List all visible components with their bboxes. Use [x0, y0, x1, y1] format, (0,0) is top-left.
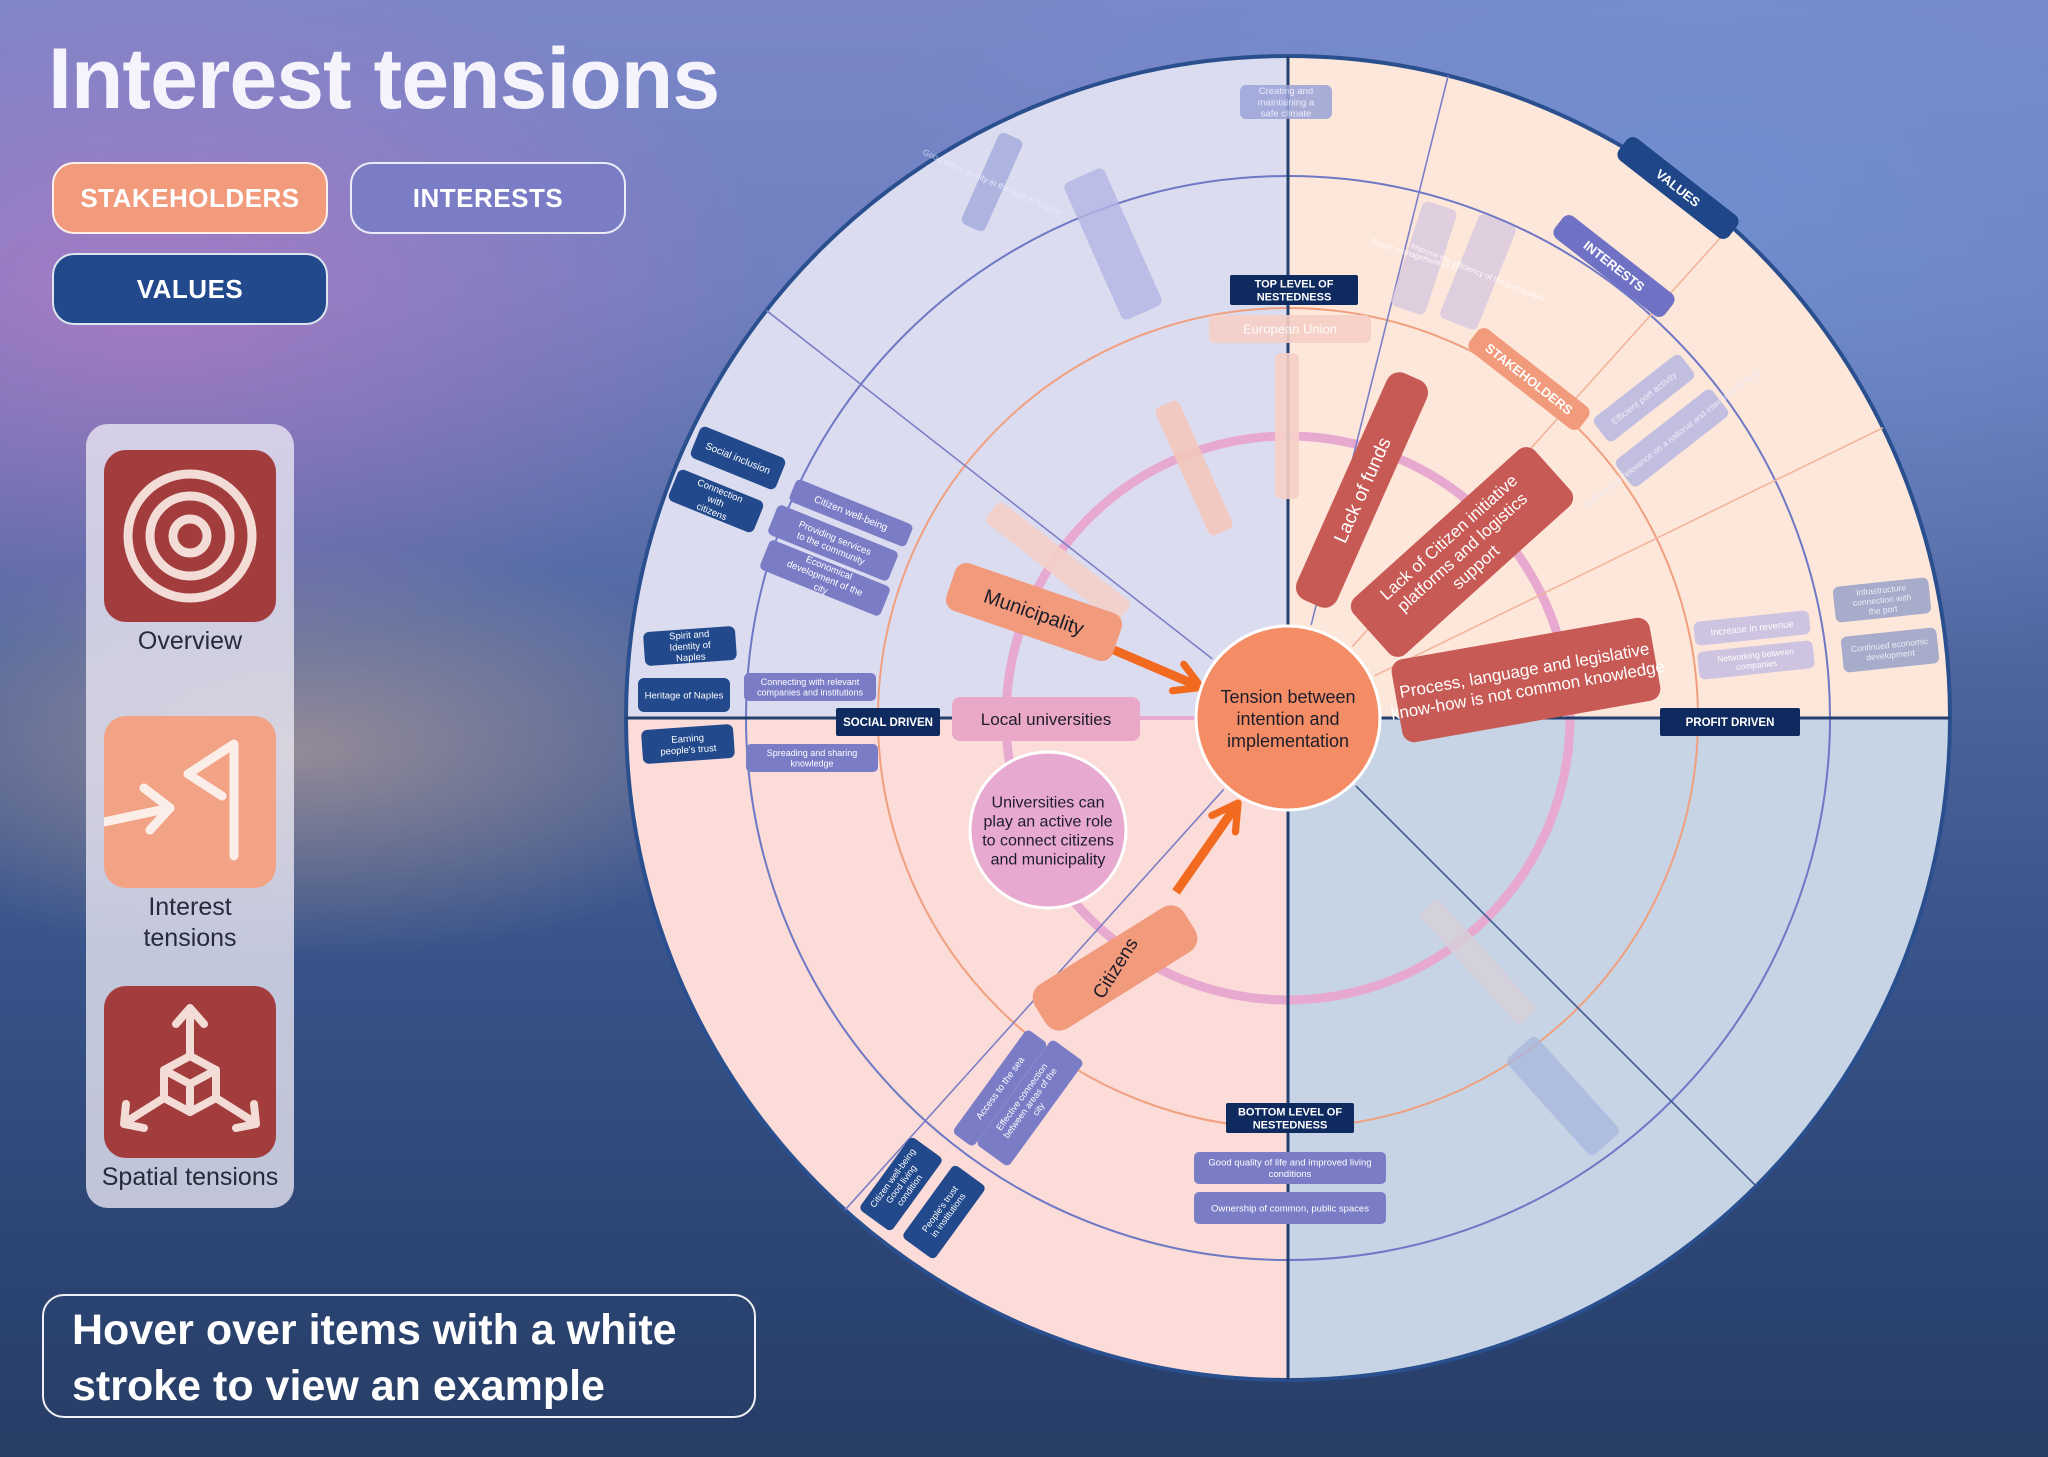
ring-label-values: VALUES — [1617, 137, 1739, 239]
svg-text:safe climate: safe climate — [1261, 109, 1312, 120]
legend-values-button[interactable]: VALUES — [52, 253, 328, 325]
svg-text:Creating and: Creating and — [1259, 86, 1313, 97]
svg-text:SOCIAL DRIVEN: SOCIAL DRIVEN — [843, 717, 933, 729]
university-note-text: Universities can — [992, 795, 1105, 812]
axis-label-left: SOCIAL DRIVEN — [836, 708, 940, 736]
interest-ownership-spaces: Ownership of common, public spaces — [1194, 1192, 1386, 1224]
svg-text:Ownership of common, public sp: Ownership of common, public spaces — [1211, 1203, 1369, 1214]
nav-item-spatial-tensions[interactable]: Spatial tensions — [102, 986, 278, 1193]
svg-text:TOP LEVEL OF: TOP LEVEL OF — [1255, 278, 1334, 290]
center-tension-text: implementation — [1227, 731, 1349, 751]
nav-item-interest-tensions[interactable]: Interest tensions — [104, 716, 276, 954]
svg-text:Good quality of life and impro: Good quality of life and improved living — [1208, 1158, 1371, 1169]
value-heritage-naples: Heritage of Naples — [638, 678, 730, 712]
value-peoples-trust-pill — [903, 1165, 985, 1259]
svg-text:people's trust: people's trust — [660, 743, 717, 758]
stakeholder-citizens-pill[interactable] — [1027, 899, 1204, 1036]
svg-text:Earning: Earning — [671, 733, 704, 746]
nav-item-overview[interactable]: Overview — [104, 450, 276, 657]
svg-text:Spreading and sharing: Spreading and sharing — [767, 748, 858, 758]
svg-text:NESTEDNESS: NESTEDNESS — [1253, 1119, 1328, 1131]
svg-text:Naples: Naples — [676, 651, 707, 664]
nav-label-overview: Overview — [137, 627, 243, 655]
svg-text:Identity of: Identity of — [669, 640, 711, 654]
svg-text:BOTTOM LEVEL OF: BOTTOM LEVEL OF — [1238, 1106, 1342, 1118]
faded-stakeholder-top — [1155, 400, 1233, 536]
svg-text:European Union: European Union — [1243, 322, 1337, 337]
university-note-text: to connect citizens — [982, 833, 1114, 850]
svg-text:conditions: conditions — [1269, 1169, 1312, 1180]
svg-text:Local universities: Local universities — [981, 710, 1111, 729]
svg-text:knowledge: knowledge — [790, 758, 833, 768]
arrow-flag-icon — [104, 716, 276, 888]
university-note-text: play an active role — [984, 814, 1113, 831]
faded-stakeholder-eu: European Union — [1209, 315, 1371, 343]
faded-stakeholder-left — [986, 502, 1130, 622]
faded-interest-bottom-right — [1507, 1036, 1619, 1156]
nav-label-spatial-tensions: Spatial tensions — [101, 1163, 279, 1191]
svg-text:Connecting with relevant: Connecting with relevant — [761, 677, 860, 687]
interest-quality-of-life: Good quality of life and improved living… — [1194, 1152, 1386, 1184]
hover-hint: Hover over items with a white stroke to … — [42, 1294, 756, 1418]
svg-text:the port: the port — [1868, 603, 1898, 616]
legend-interests-button[interactable]: INTERESTS — [350, 162, 626, 234]
interest-effective-connection-pill — [977, 1040, 1083, 1166]
target-icon — [104, 450, 276, 622]
university-note-bubble[interactable] — [968, 750, 1128, 910]
svg-text:companies: companies — [1736, 658, 1778, 672]
value-citizen-wellbeing-pill — [860, 1137, 942, 1231]
faded-stakeholder-vertical — [1275, 353, 1299, 499]
stakeholder-local-universities[interactable]: Local universities — [952, 697, 1140, 741]
svg-text:PROFIT DRIVEN: PROFIT DRIVEN — [1686, 717, 1775, 729]
center-tension-text: Tension between — [1220, 687, 1355, 707]
axis-label-right: PROFIT DRIVEN — [1660, 708, 1800, 736]
faded-interest-revenue: Increase in revenue — [1693, 610, 1811, 646]
cube-arrows-icon — [104, 986, 276, 1158]
svg-text:maintaining a: maintaining a — [1258, 97, 1315, 108]
svg-text:Spirit and: Spirit and — [669, 629, 710, 643]
interest-access-sea-pill — [953, 1030, 1047, 1146]
svg-text:city: city — [812, 581, 830, 597]
legend-stakeholders-button[interactable]: STAKEHOLDERS — [52, 162, 328, 234]
university-note-text: and municipality — [991, 852, 1106, 869]
svg-text:Heritage of Naples: Heritage of Naples — [645, 690, 724, 701]
faded-stakeholder-bottom-right — [1420, 900, 1536, 1024]
page-title: Interest tensions — [48, 31, 720, 127]
nav-label-interest-tensions: Interest tensions — [143, 893, 237, 952]
faded-interest-top-left — [1064, 168, 1162, 320]
navigation-panel: Overview Interest tensions Spati — [86, 424, 294, 1208]
center-tension-circle[interactable] — [1194, 624, 1382, 812]
center-tension-text: intention and — [1236, 709, 1339, 729]
svg-text:NESTEDNESS: NESTEDNESS — [1257, 291, 1332, 303]
svg-text:companies and institutions: companies and institutions — [757, 687, 864, 697]
